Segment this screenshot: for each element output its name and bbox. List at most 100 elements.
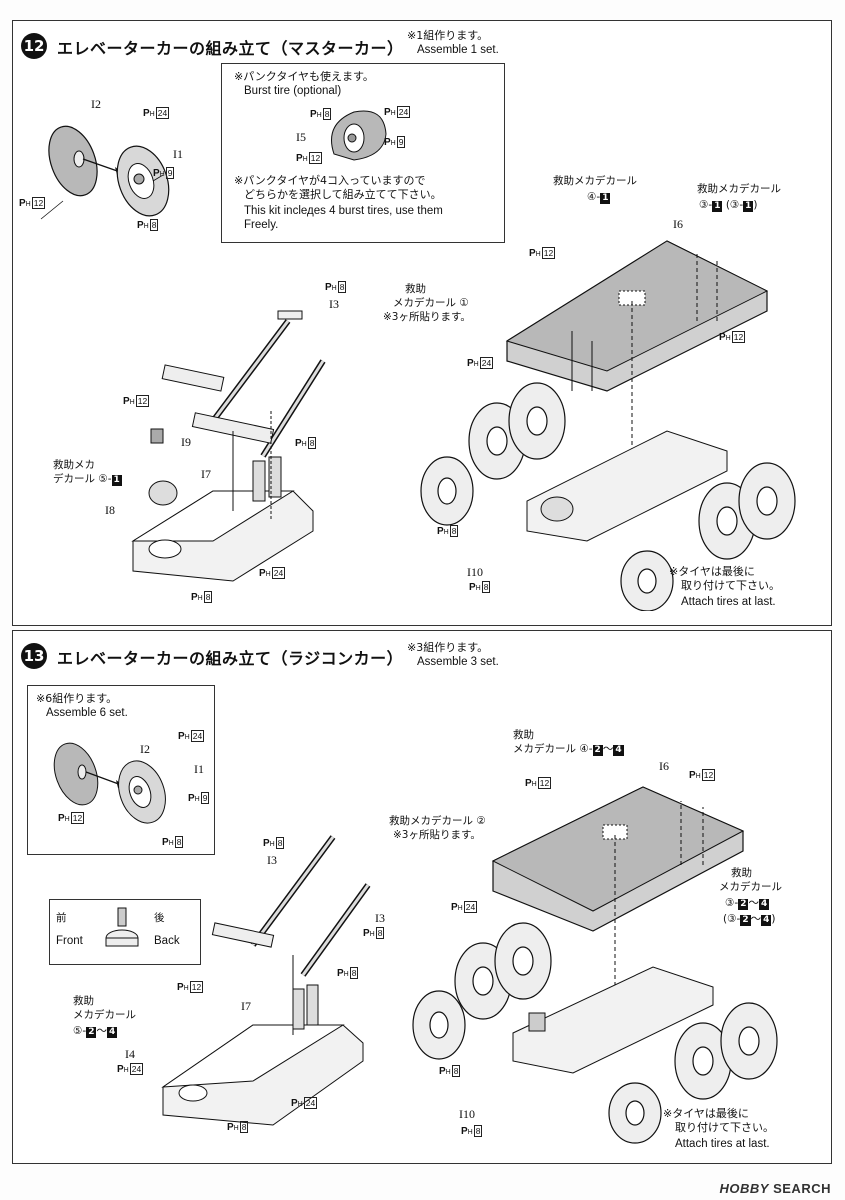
step13-decal-mid-2: ※3ヶ所貼ります。 xyxy=(393,829,481,841)
step13-decal-right-4: (③-2〜4) xyxy=(723,913,776,926)
step12-burst-tire-box: ※パンクタイヤも使えます。 Burst tire (optional) I5 P… xyxy=(221,63,505,243)
step12-decal-left-2: デカール ⑤-1 xyxy=(53,473,122,486)
back-jp: 後 xyxy=(154,912,165,924)
step13-part-i4: I4 xyxy=(125,1047,135,1061)
six-box-line1: ※6組作ります。 xyxy=(36,692,118,705)
step12-number: 12 xyxy=(21,33,47,59)
step13-decal-right-3: ③-2〜4 xyxy=(725,897,770,910)
step13-panel: 13 エレベーターカーの組み立て（ラジコンカー） ※3組作ります。 Assemb… xyxy=(12,630,832,1164)
step13-part-i6: I6 xyxy=(659,759,669,773)
step13-number: 13 xyxy=(21,643,47,669)
burst-tire-icon xyxy=(331,110,387,161)
step12-vehicle-diagram xyxy=(420,240,796,611)
step13-part-i10: I10 xyxy=(459,1107,475,1121)
six-box-wheel-icon xyxy=(53,742,166,824)
step13-decal-mid-1: 救助メカデカール ② xyxy=(389,815,486,827)
step13-part-i7: I7 xyxy=(241,999,251,1013)
step13-part-i3a: I3 xyxy=(267,853,277,867)
six-box-part-i1: I1 xyxy=(194,762,204,776)
burst-box-line3: ※パンクタイヤが4コ入っていますので xyxy=(234,174,426,187)
step12-part-i6: I6 xyxy=(673,217,683,231)
burst-box-line4: どちらかを選択して組み立てて下さい。 xyxy=(244,188,442,201)
step12-part-i1: I1 xyxy=(173,147,183,161)
step12-part-i8: I8 xyxy=(105,503,115,517)
step12-decal-mid-3: ※3ヶ所貼ります。 xyxy=(383,311,471,323)
step13-tire-note-jp2: 取り付けて下さい。 xyxy=(675,1121,774,1134)
back-en: Back xyxy=(154,935,180,947)
step12-title: エレベーターカーの組み立て（マスターカー） xyxy=(57,39,404,58)
step12-part-i9: I9 xyxy=(181,435,191,449)
front-back-part-icon xyxy=(105,907,139,947)
step12-part-i7: I7 xyxy=(201,467,211,481)
burst-box-line6: Freely. xyxy=(244,219,279,231)
step12-tire-note-en: Attach tires at last. xyxy=(681,596,776,608)
step12-decal-mid-1: 救助 xyxy=(405,283,426,295)
front-en: Front xyxy=(56,935,83,947)
burst-box-line2: Burst tire (optional) xyxy=(244,85,342,97)
step12-decal-top-num: ④-1 xyxy=(587,191,611,204)
step13-chassis-diagram xyxy=(161,835,371,1126)
step13-decal-left-2: メカデカール xyxy=(73,1009,136,1021)
step12-note-en: Assemble 1 set. xyxy=(417,44,499,56)
step13-decal-right-2: メカデカール xyxy=(719,881,782,893)
step12-decal-top-label: 救助メカデカール xyxy=(553,175,637,187)
burst-box-line5: This kit inclедes 4 burst tires, use the… xyxy=(244,205,443,217)
step12-decal-left-1: 救助メカ xyxy=(53,459,95,471)
step12-part-i3: I3 xyxy=(329,297,339,311)
step12-decal-mid-2: メカデカール ① xyxy=(393,297,469,309)
step13-front-back-box: 前 Front 後 Back xyxy=(49,899,201,965)
burst-part-i5: I5 xyxy=(296,130,306,144)
step13-title: エレベーターカーの組み立て（ラジコンカー） xyxy=(57,649,404,668)
step12-decal-right-label: 救助メカデカール xyxy=(697,183,781,195)
step13-decal-top-1: 救助 xyxy=(513,729,534,741)
step12-tire-note-jp2: 取り付けて下さい。 xyxy=(681,579,780,592)
step12-tire-note-jp1: ※タイヤは最後に xyxy=(669,565,755,578)
step12-part-i2: I2 xyxy=(91,97,101,111)
step12-wheel-diagram xyxy=(40,125,170,220)
step12-decal-right-num: ③-1 (③-1) xyxy=(699,199,758,212)
step12-panel: 12 エレベーターカーの組み立て（マスターカー） ※1組作ります。 Assemb… xyxy=(12,20,832,626)
step13-tire-note-en: Attach tires at last. xyxy=(675,1138,770,1150)
step13-decal-right-1: 救助 xyxy=(731,867,752,879)
step13-decal-top-2: メカデカール ④-2〜4 xyxy=(513,743,624,756)
six-box-part-i2: I2 xyxy=(140,742,150,756)
step13-tire-note-jp1: ※タイヤは最後に xyxy=(663,1107,749,1120)
six-box-line2: Assemble 6 set. xyxy=(46,707,128,719)
step12-chassis-diagram xyxy=(131,310,326,582)
step12-note-jp: ※1組作ります。 xyxy=(407,29,489,42)
step12-part-i10: I10 xyxy=(467,565,483,579)
step13-decal-left-3: ⑤-2〜4 xyxy=(73,1025,118,1038)
step13-part-i3b: I3 xyxy=(375,911,385,925)
